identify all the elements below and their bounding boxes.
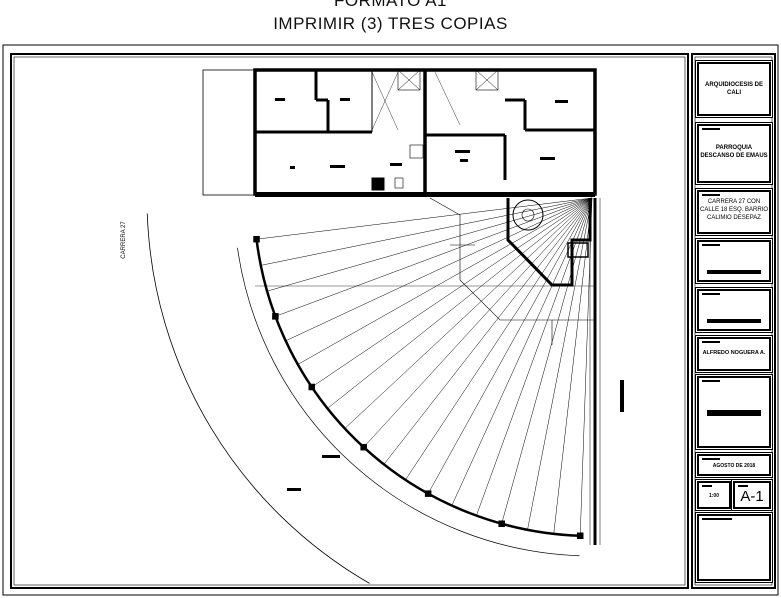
client-name: ARQUIDIOCESIS DE CALI (704, 82, 763, 96)
signature-line (707, 270, 761, 274)
street-curbs (146, 213, 581, 584)
field-label-bar (702, 128, 720, 130)
drawing-inner-frame (13, 56, 686, 586)
radial-line (327, 197, 593, 409)
print-format-title: FORMATO A1 (333, 0, 447, 10)
drawing-frame (10, 53, 689, 589)
spiral-stair-core (255, 197, 624, 545)
sheet-outer-border (2, 44, 779, 596)
radial-line (311, 197, 593, 388)
title-block-client: ARQUIDIOCESIS DE CALI (697, 62, 771, 116)
outer-curb-arc (146, 213, 370, 584)
print-copies-note: IMPRIMIR (3) TRES COPIAS (273, 14, 508, 33)
title-block-designer: ALFREDO NOGUERA A. (697, 337, 771, 371)
sheet-number: A-1 (740, 488, 764, 505)
sidewalk-arc (237, 247, 580, 557)
content-bar (707, 410, 761, 416)
designer-name: ALFREDO NOGUERA A. (702, 350, 766, 356)
column (498, 520, 505, 527)
title-block-frame (691, 53, 776, 589)
title-block-sheet: A-1 (733, 481, 771, 509)
radial-line (527, 197, 593, 530)
field-label-bar (702, 244, 720, 246)
field-label-bar (702, 458, 720, 460)
title-block-approval (697, 514, 771, 581)
field-label-bar (702, 380, 720, 382)
project-address: CARRERA 27 CON CALLE 18 ESQ. BARRIO CALI… (699, 199, 769, 221)
column (576, 532, 584, 540)
title-block-signature-2 (697, 289, 771, 331)
title-block-inner-frame (694, 56, 773, 586)
column (272, 313, 279, 320)
drawing-scale: 1:00 (708, 493, 719, 499)
column (308, 383, 316, 391)
radial-line (553, 197, 593, 534)
field-label-bar (702, 194, 720, 196)
field-label-bar (702, 293, 720, 295)
field-label-bar (702, 485, 712, 487)
upper-rooms (202, 68, 597, 197)
radial-line (275, 197, 593, 317)
radial-line (267, 197, 593, 292)
radial-line (427, 197, 593, 494)
title-block-signature-1 (697, 240, 771, 282)
radial-line (383, 197, 593, 465)
roof-radial-lines (253, 197, 593, 540)
radial-line (297, 197, 593, 365)
street-label: CARRERA 27 (121, 221, 127, 259)
title-block-scale: 1:00 (697, 481, 731, 509)
signature-line (707, 319, 761, 323)
radial-line (344, 197, 593, 429)
column (253, 235, 260, 243)
radial-line (476, 197, 593, 516)
radial-line (501, 197, 593, 524)
column (360, 443, 367, 451)
column (424, 490, 432, 497)
title-block-address: CARRERA 27 CON CALLE 18 ESQ. BARRIO CALI… (697, 190, 771, 234)
radial-line (285, 197, 593, 342)
title-block-date: AGOSTO DE 2018 (697, 454, 771, 476)
radial-line (405, 197, 593, 480)
radial-line (363, 197, 593, 448)
field-label-bar (738, 485, 748, 487)
drawing-date: AGOSTO DE 2018 (712, 463, 756, 469)
title-block-project: PARROQUIA DESCANSO DE EMAUS (697, 124, 771, 183)
title-block-content (697, 376, 771, 448)
field-label-bar (702, 518, 732, 520)
radial-line (256, 197, 593, 240)
field-label-bar (702, 341, 720, 343)
radial-line (260, 197, 593, 266)
project-name: PARROQUIA DESCANSO DE EMAUS (700, 145, 768, 159)
